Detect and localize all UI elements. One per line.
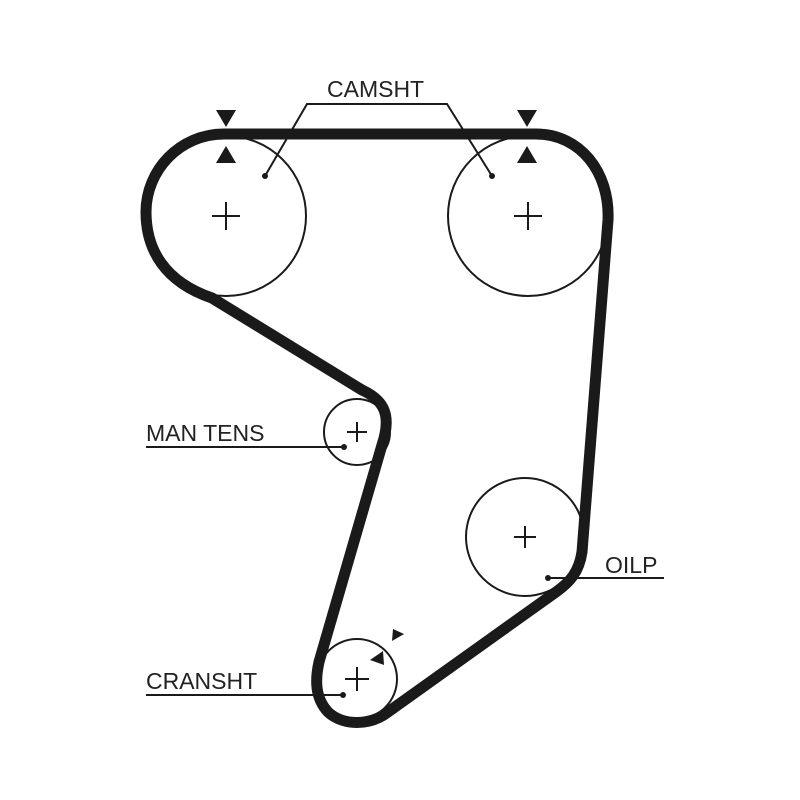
- tensioner-dot: [341, 444, 347, 450]
- timing-belt: [140, 128, 614, 728]
- tensioner-pulley: [323, 398, 391, 466]
- crankshaft-dot: [340, 692, 346, 698]
- left-timing-mark-down-icon: [216, 110, 236, 127]
- right-timing-mark-up-icon: [517, 146, 537, 163]
- crankshaft-label: CRANSHT: [146, 668, 257, 694]
- camshaft-right-dot: [489, 173, 495, 179]
- left-timing-mark-up-icon: [216, 146, 236, 163]
- camshaft-left-dot: [262, 173, 268, 179]
- oil-pump-pulley: [465, 477, 585, 597]
- camshaft-leader-line: [264, 103, 493, 177]
- right-timing-mark-down-icon: [517, 110, 537, 127]
- camshaft-label: CAMSHT: [327, 76, 424, 102]
- oil-pump-label: OILP: [605, 552, 657, 578]
- oil-pump-dot: [545, 575, 551, 581]
- crankshaft-outer-timing-mark-icon: [392, 629, 404, 641]
- tensioner-label: MAN TENS: [146, 420, 264, 446]
- crankshaft-inner-timing-mark-icon: [370, 651, 384, 665]
